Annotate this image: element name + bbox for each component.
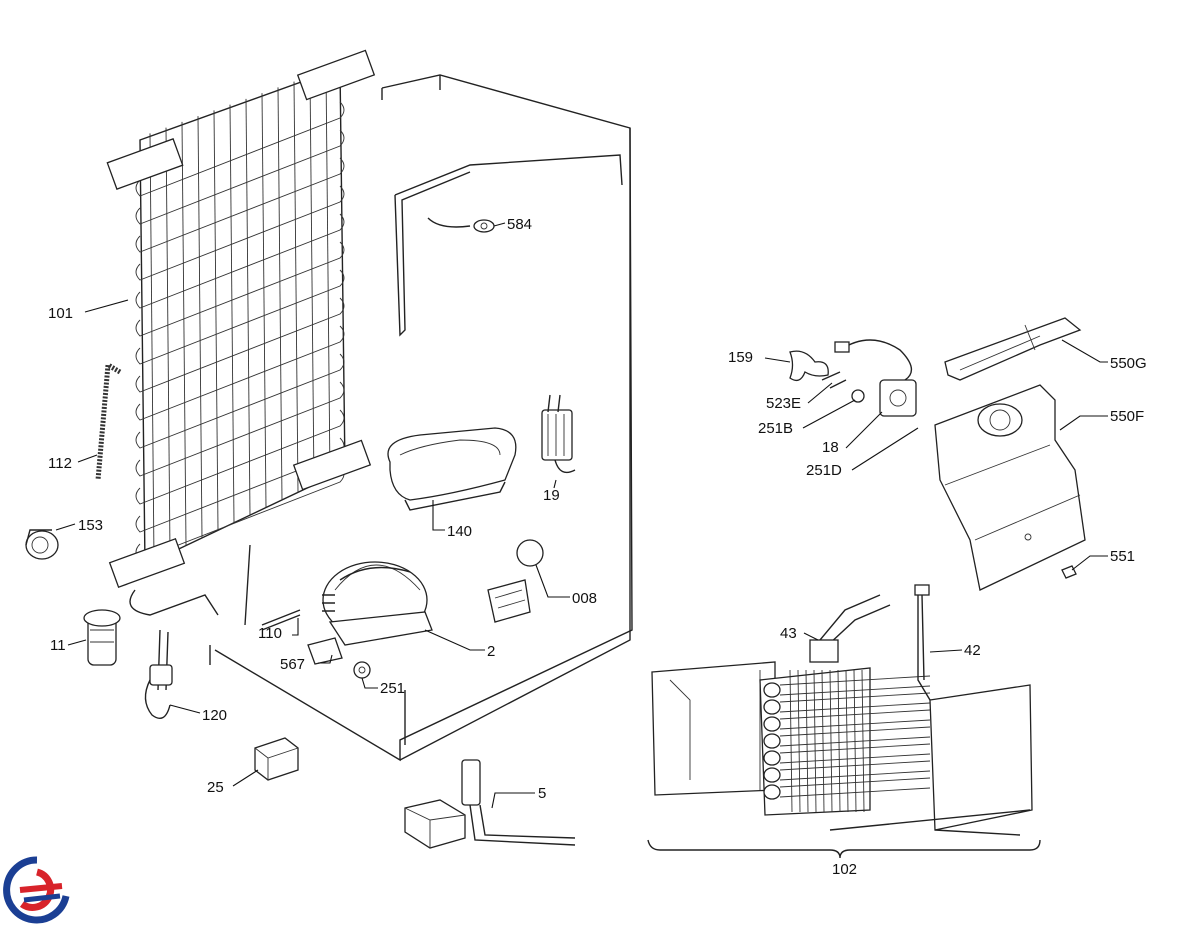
label-251: 251 [380,680,405,697]
condenser-coil [106,49,376,626]
grommet-part [25,529,59,560]
connector-tube [261,609,301,631]
label-19: 19 [543,487,560,504]
brand-swirl-logo [3,856,70,924]
logo-blue-bar [23,893,61,903]
part-labels: 101 112 153 11 120 25 584 140 19 008 110… [48,216,1147,878]
label-5: 5 [538,785,546,802]
label-140: 140 [447,523,472,540]
label-550F: 550F [1110,408,1144,425]
label-551: 551 [1110,548,1135,565]
label-101: 101 [48,305,73,322]
logo-blue-arc [3,856,70,924]
drain-tube [95,360,122,481]
evaporator-cover-panel [934,384,1086,591]
defrost-heater-part [541,394,576,474]
label-584: 584 [507,216,532,233]
label-159: 159 [728,349,753,366]
compressor [322,561,433,646]
label-112: 112 [48,455,72,472]
grommet-nut [353,661,371,679]
label-008: 008 [572,590,597,607]
overload-protector [144,629,173,719]
logo-red-bar [19,883,63,893]
cabinet-body [209,74,633,762]
start-relay-assembly [487,539,544,623]
label-523E: 523E [766,395,801,412]
label-567: 567 [280,656,305,673]
label-110: 110 [258,625,282,642]
leader-lines [55,222,1108,809]
relay-part [83,609,121,666]
clip-part [1061,565,1077,579]
label-251B: 251B [758,420,793,437]
solenoid-valve-assembly [404,759,576,849]
door-switch-part [427,217,495,233]
label-153: 153 [78,517,103,534]
evaporator-assembly [647,584,1041,859]
label-102: 102 [832,861,857,878]
label-42: 42 [964,642,981,659]
label-18: 18 [822,439,839,456]
label-251D: 251D [806,462,842,479]
label-2: 2 [487,643,495,660]
start-capacitor-block [254,737,299,781]
label-43: 43 [780,625,797,642]
label-25: 25 [207,779,224,796]
fan-motor-assembly [789,339,917,417]
label-120: 120 [202,707,227,724]
drip-tray [387,427,517,511]
mount-plate [307,637,343,665]
label-11: 11 [50,637,66,654]
air-duct-cover-top [944,317,1082,381]
label-550G: 550G [1110,355,1147,372]
